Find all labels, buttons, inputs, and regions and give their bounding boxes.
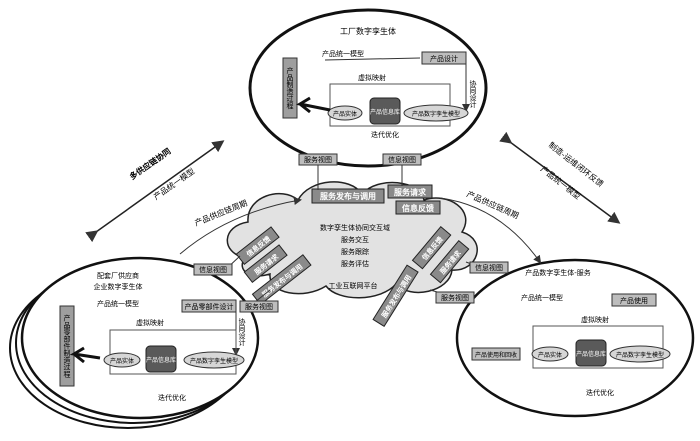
supplier-loop-box: [109, 329, 237, 375]
factory-process-label: 产品制造过程: [286, 66, 294, 110]
tag-left-feedback: [235, 226, 280, 265]
factory-design-box: [421, 51, 467, 65]
factory-process-box: [282, 57, 298, 119]
supplier-process-box: [59, 305, 75, 387]
supplier-design-box: [181, 299, 237, 313]
supplier-info-view: [193, 263, 233, 276]
supplier-database: [145, 345, 177, 373]
supplier-service-view: [239, 300, 279, 313]
service-usage-box: [611, 293, 657, 307]
factory-model-line: [324, 57, 421, 61]
tag-right-request: [429, 239, 470, 284]
service-title: 产品数字孪生体-服务: [525, 268, 591, 277]
service-twin-model: [609, 345, 671, 363]
service-entity: [531, 346, 569, 362]
service-service-view: [435, 291, 475, 304]
supplier-coordination: 协同设计: [238, 317, 246, 347]
supplier-database-label: 产品信息库: [146, 356, 176, 364]
factory-output-arrow: [295, 96, 331, 114]
supplier-twin-model-label: 产品数字孪生模型: [190, 357, 238, 365]
factory-twin-model: [403, 104, 469, 122]
tag-request-top: [387, 184, 433, 199]
cloud-center-line2: 服务交互: [341, 235, 369, 244]
service-virtual-map: 虚拟映射: [581, 315, 609, 324]
supplier-entity-label: 产品实体: [110, 357, 134, 365]
factory-info-view-label: 信息视图: [388, 155, 416, 164]
tag-publish-top-label: 服务发布与调用: [320, 191, 376, 201]
service-usage-label: 产品使用: [620, 296, 648, 305]
service-info-view-label: 信息视图: [475, 263, 503, 272]
right-cycle-label: 产品供应链周期: [465, 189, 520, 221]
service-twin-group: 产品数字孪生体-服务 产品统一模型 产品使用 虚拟映射 产品使用和回收 产品实体…: [455, 258, 695, 418]
factory-title: 工厂数字孪生体: [340, 26, 396, 36]
factory-database: [369, 97, 401, 125]
factory-design-label: 产品设计: [430, 54, 458, 63]
tag-request-top-label: 服务请求: [394, 187, 427, 197]
supplier-virtual-map: 虚拟映射: [136, 318, 164, 327]
service-iterate: 迭代优化: [586, 388, 614, 397]
tag-right-publish: [372, 264, 419, 328]
supplier-service-view-label: 服务视图: [245, 302, 273, 311]
factory-model-label: 产品统一模型: [322, 49, 364, 58]
platform-cloud-group: 数字孪生体协同交互域 服务交互 服务跟踪 服务评估 工业互联网平台 服务发布与调…: [226, 181, 478, 328]
tag-right-feedback: [411, 225, 452, 270]
factory-twin-group: 工厂数字孪生体 产品统一模型 产品设计 产品制造过程 协同设计 虚拟映射 产品实…: [248, 8, 488, 168]
factory-ellipse: [248, 8, 488, 168]
service-process-box: [471, 347, 521, 361]
left-arrow-label2: 产品统一模型: [151, 166, 196, 202]
tag-left-request: [243, 244, 288, 283]
service-database-label: 产品信息库: [576, 350, 606, 358]
service-process-label: 产品使用和回收: [475, 351, 517, 359]
cloud-center-line4: 服务评估: [341, 259, 369, 268]
right-feedback-arrow: [499, 131, 621, 224]
service-entity-label: 产品实体: [538, 351, 562, 359]
supplier-design-label: 产品零部件设计: [185, 302, 234, 311]
left-arrow-label1: 多供应链协同: [127, 146, 172, 182]
supplier-process-label: 产品零部件制造过程: [63, 314, 71, 379]
tag-feedback-top: [395, 200, 441, 215]
service-info-view: [469, 261, 509, 274]
cloud-platform-label: 工业互联网平台: [329, 281, 378, 290]
service-model-label: 产品统一模型: [521, 293, 563, 302]
service-loop-box: [532, 325, 664, 369]
service-database: [575, 339, 607, 367]
supplier-twin-model: [183, 351, 245, 369]
factory-entity: [327, 105, 363, 121]
factory-service-view-label: 服务视图: [304, 155, 332, 164]
right-cycle-arrow: [439, 197, 542, 264]
factory-coordination: 协同设计: [469, 79, 477, 109]
supplier-twin-group: 配套厂供应商 企业数字孪生体 产品统一模型 产品零部件设计 产品零部件制造过程 …: [9, 256, 260, 429]
supplier-ellipse: [20, 256, 260, 420]
factory-iterate: 迭代优化: [371, 130, 399, 139]
factory-info-view: [382, 153, 422, 166]
factory-service-view: [298, 153, 338, 166]
factory-twin-model-label: 产品数字孪生模型: [412, 110, 460, 118]
supplier-entity: [103, 352, 141, 368]
factory-loop-box: [329, 83, 451, 127]
cloud-center-line1: 数字孪生体协同交互域: [320, 223, 390, 232]
cloud-center-line3: 服务跟踪: [341, 247, 369, 256]
service-twin-model-label: 产品数字孪生模型: [616, 351, 664, 359]
factory-virtual-map: 虚拟映射: [358, 73, 386, 82]
service-ellipse: [455, 258, 695, 418]
supplier-model-label: 产品统一模型: [97, 299, 139, 308]
factory-entity-label: 产品实体: [333, 110, 357, 118]
service-service-view-label: 服务视图: [441, 293, 469, 302]
supplier-title-line2: 企业数字孪生体: [94, 282, 143, 291]
tag-feedback-top-label: 信息反馈: [402, 203, 434, 213]
supplier-iterate: 迭代优化: [158, 393, 186, 402]
supplier-title-line1: 配套厂供应商: [97, 271, 139, 280]
supplier-output-arrow: [69, 346, 101, 364]
factory-database-label: 产品信息库: [370, 108, 400, 116]
supplier-info-view-label: 信息视图: [199, 265, 227, 274]
left-supply-arrow: [85, 140, 225, 243]
view-connectors: 服务视图 信息视图 信息视图 服务视图 信息视图 服务视图: [193, 153, 509, 313]
tag-publish-top: [311, 188, 385, 204]
left-cycle-arrow: [179, 197, 302, 255]
